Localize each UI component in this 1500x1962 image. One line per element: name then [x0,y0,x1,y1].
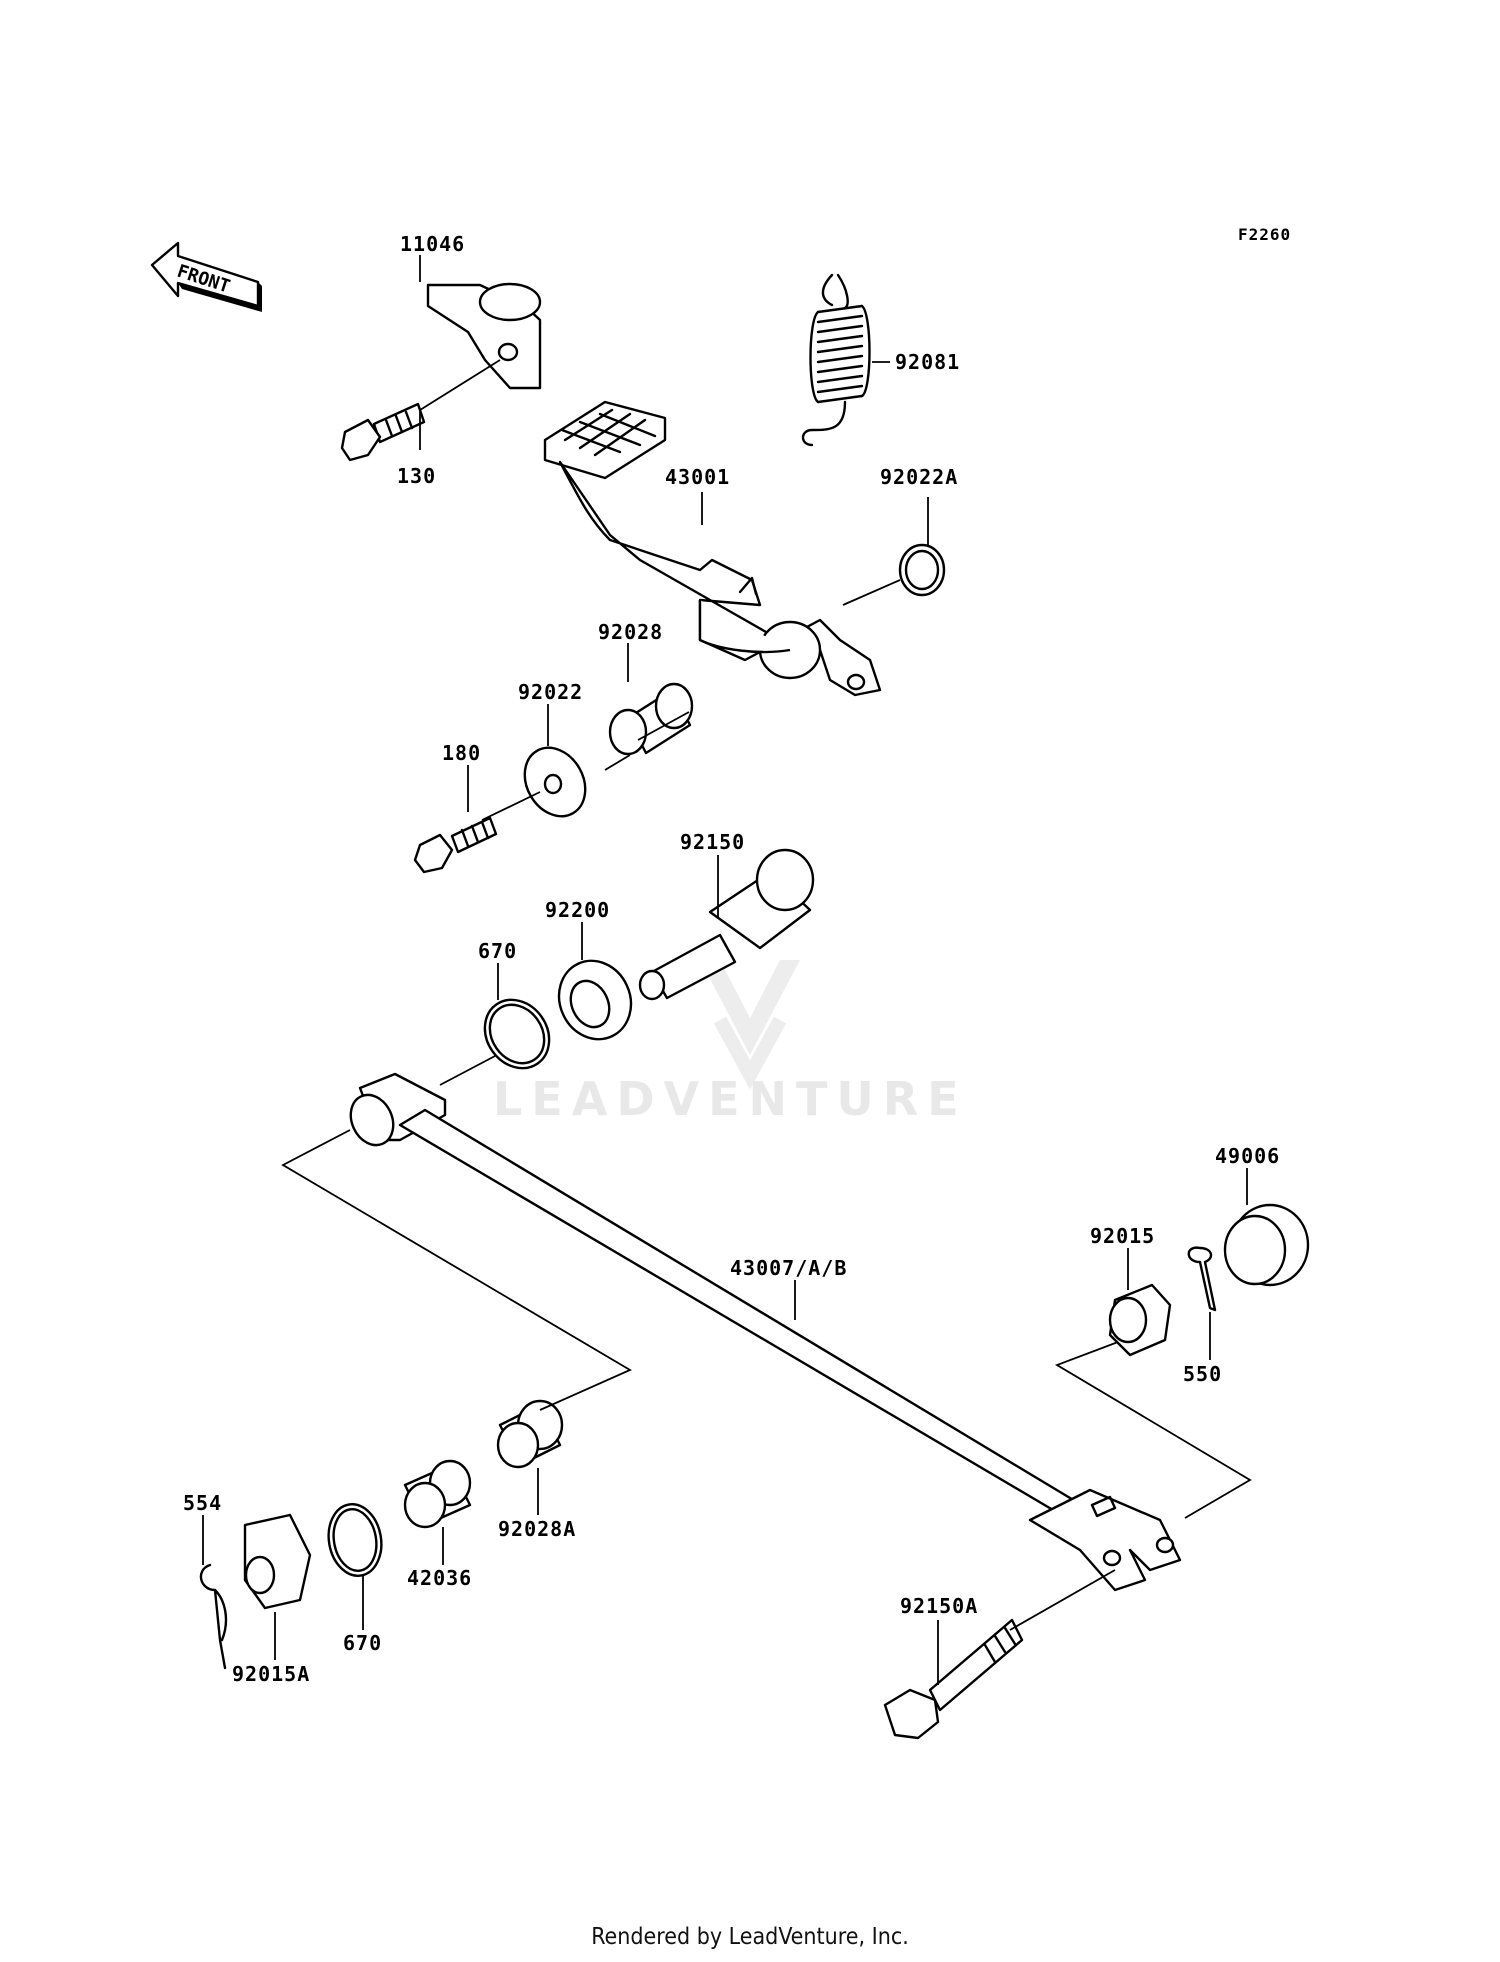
part-labels: 11046 130 92081 43001 92022A 92028 92022… [183,232,1280,1686]
label-670-top: 670 [478,939,517,963]
label-92200: 92200 [545,898,610,922]
label-11046: 11046 [400,232,465,256]
part-550-cotter-pin [1187,1246,1217,1312]
part-92022-washer [523,746,587,818]
label-42036: 42036 [407,1566,472,1590]
part-92028A-collar [496,1399,564,1469]
part-554-clip [199,1563,228,1670]
label-92028A: 92028A [498,1517,576,1541]
label-92150A: 92150A [900,1594,978,1618]
part-92015A-nut [243,1513,312,1610]
label-670-bottom: 670 [343,1631,382,1655]
label-554: 554 [183,1491,222,1515]
part-92081-spring [801,273,871,447]
label-43001: 43001 [665,465,730,489]
part-670-bottom-oring [327,1503,383,1577]
part-670-top-oring [483,998,551,1070]
part-11046-bracket [426,282,542,390]
label-92028: 92028 [598,620,663,644]
part-130-bolt [340,402,426,462]
label-92022: 92022 [518,680,583,704]
label-92081: 92081 [895,350,960,374]
part-92028-collar [608,682,694,756]
leader-lines [202,255,1252,1685]
rendered-by-footer: Rendered by LeadVenture, Inc. [591,1924,909,1950]
label-49006: 49006 [1215,1144,1280,1168]
watermark-text: LEADVENTURE [493,1072,968,1126]
part-92022A-ring [898,543,946,597]
label-550: 550 [1183,1362,1222,1386]
label-92150: 92150 [680,830,745,854]
part-43001-pedal [543,400,882,697]
label-130: 130 [397,464,436,488]
part-42036-sleeve [403,1459,472,1529]
label-92022A: 92022A [880,465,958,489]
label-180: 180 [442,741,481,765]
part-92200-seal [557,959,633,1041]
part-49006-cap [1223,1203,1310,1287]
part-43007-rod [349,1072,1182,1592]
label-92015A: 92015A [232,1662,310,1686]
label-43007: 43007/A/B [730,1256,847,1280]
front-arrow-icon: FRONT [150,241,262,312]
part-180-bolt [413,816,498,874]
label-92015: 92015 [1090,1224,1155,1248]
part-92150-bolt [638,848,815,1001]
part-92015-nut [1108,1283,1172,1357]
part-92150A-bolt [883,1618,1024,1740]
watermark-logo: LEADVENTURE [493,960,968,1126]
diagram-code: F2260 [1238,225,1291,244]
